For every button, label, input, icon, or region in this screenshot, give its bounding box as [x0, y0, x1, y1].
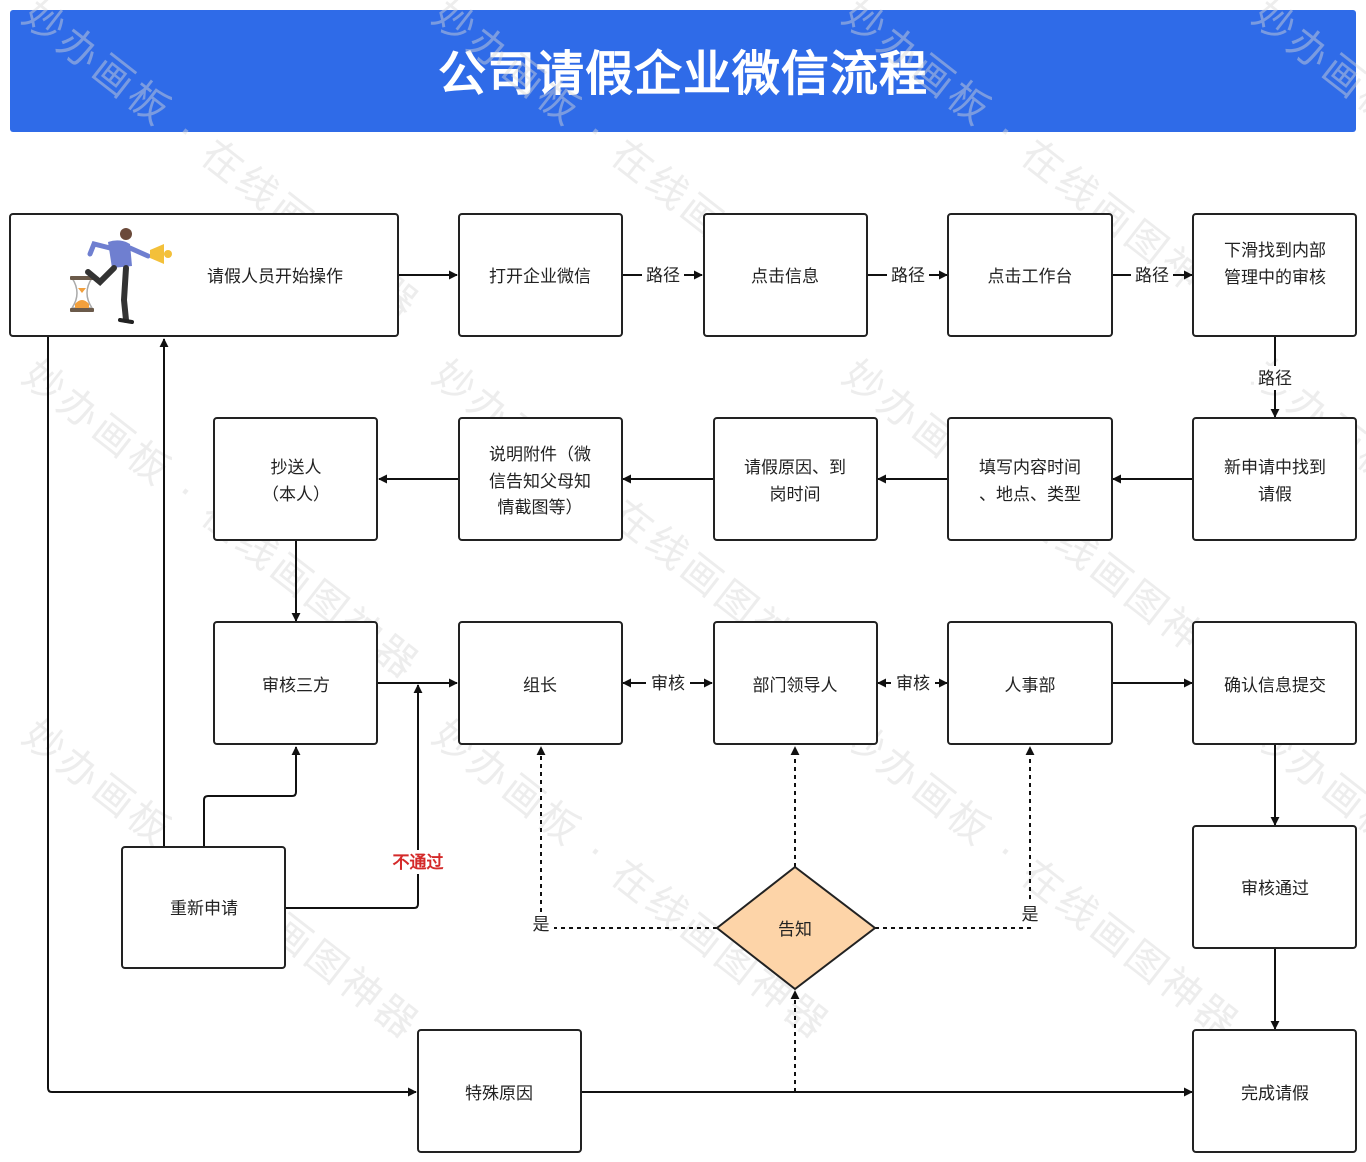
node-reapply-label: 重新申请: [170, 899, 238, 919]
node-start-label: 请假人员开始操作: [207, 267, 343, 287]
node-scroll-approval-line2: 管理中的审核: [1224, 268, 1326, 288]
edge-notify-to-hr: [875, 746, 1035, 929]
node-click-workbench: 点击工作台: [947, 213, 1113, 337]
edge-reapply-rejected: [286, 684, 423, 909]
node-notify-diamond: 告知: [715, 865, 877, 991]
node-find-leave-line2: 请假: [1258, 485, 1292, 505]
page-title: 公司请假企业微信流程: [437, 46, 928, 102]
node-special-reason-label: 特殊原因: [465, 1084, 533, 1104]
node-leave-reason: 请假原因、到 岗时间: [713, 417, 878, 541]
node-attachment-line3: 情截图等）: [498, 498, 583, 518]
node-cc-line2: （本人）: [262, 485, 330, 505]
label-rejected: 不通过: [393, 853, 444, 873]
node-start: 请假人员开始操作: [9, 213, 399, 337]
edge-labels: 路径 路径 路径 路径 审核 审核 不通过 是 是: [388, 264, 1296, 936]
node-complete: 完成请假: [1192, 1029, 1357, 1153]
watermark-text: 妙办画板 · 在线画图神器: [834, 712, 1249, 1050]
node-notify-label: 告知: [778, 920, 812, 940]
node-team-leader-label: 组长: [523, 676, 557, 696]
label-review-1: 审核: [651, 674, 685, 694]
node-find-leave: 新申请中找到 请假: [1192, 417, 1357, 541]
node-dept-leader-label: 部门领导人: [753, 676, 838, 696]
node-click-message: 点击信息: [703, 213, 868, 337]
node-open-wecom-label: 打开企业微信: [489, 267, 591, 287]
node-leave-reason-line1: 请假原因、到: [744, 458, 846, 478]
node-attachment: 说明附件（微 信告知父母知 情截图等）: [458, 417, 623, 541]
node-approved-label: 审核通过: [1241, 879, 1309, 899]
label-path-2: 路径: [891, 266, 925, 286]
node-cc-line1: 抄送人: [271, 458, 322, 478]
title-banner: [10, 10, 1356, 132]
label-review-2: 审核: [896, 674, 930, 694]
label-path-4: 路径: [1258, 369, 1292, 389]
node-special-reason: 特殊原因: [417, 1029, 582, 1153]
node-scroll-approval-line1: 下滑找到内部: [1224, 241, 1326, 261]
node-open-wecom: 打开企业微信: [458, 213, 623, 337]
node-attachment-line1: 说明附件（微: [489, 445, 591, 465]
label-path-1: 路径: [646, 266, 680, 286]
node-cc: 抄送人 （本人）: [213, 417, 378, 541]
node-click-workbench-label: 点击工作台: [988, 267, 1073, 287]
label-yes-right: 是: [1022, 905, 1039, 925]
label-path-3: 路径: [1135, 266, 1169, 286]
node-confirm-submit: 确认信息提交: [1192, 621, 1357, 745]
node-reapply: 重新申请: [121, 846, 286, 969]
node-hr-label: 人事部: [1005, 676, 1056, 696]
node-dept-leader: 部门领导人: [713, 621, 878, 745]
node-click-message-label: 点击信息: [751, 267, 819, 287]
edge-start-to-special: [47, 337, 417, 1097]
node-review-parties: 审核三方: [213, 621, 378, 745]
edges: [47, 270, 1280, 1097]
node-find-leave-line1: 新申请中找到: [1224, 458, 1326, 478]
node-hr: 人事部: [947, 621, 1113, 745]
node-team-leader: 组长: [458, 621, 623, 745]
node-confirm-submit-label: 确认信息提交: [1224, 676, 1326, 696]
running-person-icon: [70, 228, 172, 324]
node-fill-content-line2: 、地点、类型: [979, 485, 1081, 505]
node-review-parties-label: 审核三方: [262, 676, 330, 696]
label-yes-left: 是: [533, 915, 550, 935]
edge-reapply-to-review: [203, 746, 301, 847]
node-scroll-approval: 下滑找到内部 管理中的审核: [1192, 213, 1357, 337]
node-approved: 审核通过: [1192, 825, 1357, 949]
node-leave-reason-line2: 岗时间: [770, 485, 821, 505]
node-complete-label: 完成请假: [1241, 1084, 1309, 1104]
node-fill-content-line1: 填写内容时间: [979, 458, 1081, 478]
node-attachment-line2: 信告知父母知: [489, 472, 591, 492]
node-fill-content: 填写内容时间 、地点、类型: [947, 417, 1113, 541]
